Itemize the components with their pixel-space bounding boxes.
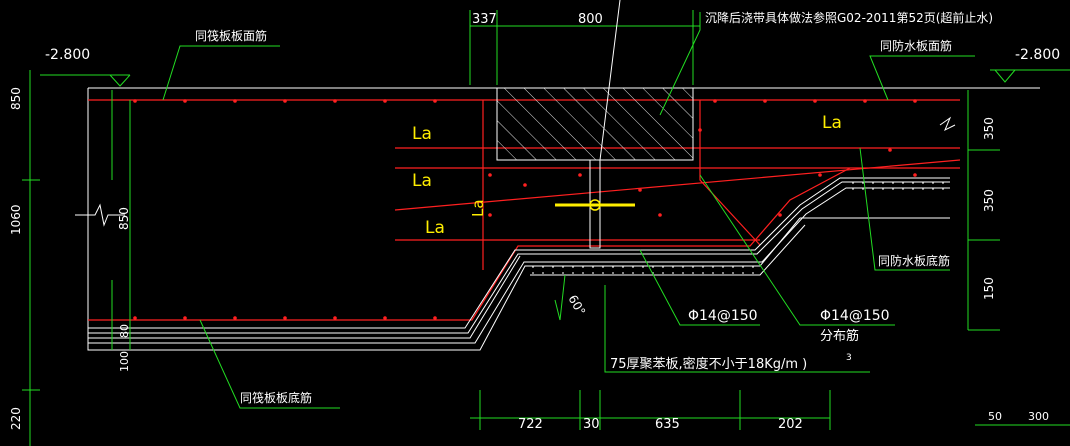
bottom-dim-635: 635	[655, 417, 680, 432]
foam-superscript: 3	[846, 353, 852, 363]
foam-label: 75厚聚苯板,密度不小于18Kg/m )	[610, 356, 807, 372]
inner-dim-80: 80	[118, 324, 131, 338]
right-dim-350a: 350	[982, 117, 996, 140]
la-3: La	[425, 218, 445, 238]
label-wp-top: 同防水板面筋	[880, 38, 952, 53]
label-wp-bottom: 同防水板底筋	[878, 253, 950, 268]
dim-337: 337	[472, 12, 497, 27]
rebar-spec-2: Φ14@150	[820, 308, 890, 324]
dim-800: 800	[578, 12, 603, 27]
angle-label: 60°	[565, 293, 588, 318]
post-pour-block	[496, 87, 694, 249]
label-raft-top: 同筏板板面筋	[195, 28, 267, 43]
inner-dim-100: 100	[118, 351, 131, 372]
bottom-dim-30: 30	[583, 417, 600, 432]
left-dim-1060: 1060	[9, 204, 23, 235]
left-dim-850: 850	[9, 87, 23, 110]
rebar-spec-1: Φ14@150	[688, 308, 758, 324]
bottom-dim-300: 300	[1028, 410, 1049, 423]
right-dim-350b: 350	[982, 189, 996, 212]
leader-lines	[22, 10, 1070, 446]
break-marks	[75, 116, 956, 227]
bottom-dim-50: 50	[988, 410, 1002, 423]
right-dim-150: 150	[982, 277, 996, 300]
elevation-left: -2.800	[45, 47, 90, 63]
cut-line	[599, 0, 621, 161]
distribution-label: 分布筋	[820, 328, 859, 344]
waterstop	[555, 199, 635, 211]
foam-layer	[530, 263, 760, 275]
inner-dim-850: 850	[117, 207, 131, 230]
la-2: La	[412, 171, 432, 191]
la-vertical: La	[469, 199, 487, 217]
rebar-dots	[133, 99, 917, 320]
foam-layer-right	[846, 182, 950, 194]
top-note: 沉降后浇带具体做法参照G02-2011第52页(超前止水)	[705, 10, 993, 25]
bottom-dim-202: 202	[778, 417, 803, 432]
elevation-right: -2.800	[1015, 47, 1060, 63]
la-1: La	[412, 124, 432, 144]
left-dim-220: 220	[9, 407, 23, 430]
bottom-dim-722: 722	[518, 417, 543, 432]
label-raft-bottom: 同筏板板底筋	[240, 390, 312, 405]
la-right: La	[822, 113, 842, 133]
